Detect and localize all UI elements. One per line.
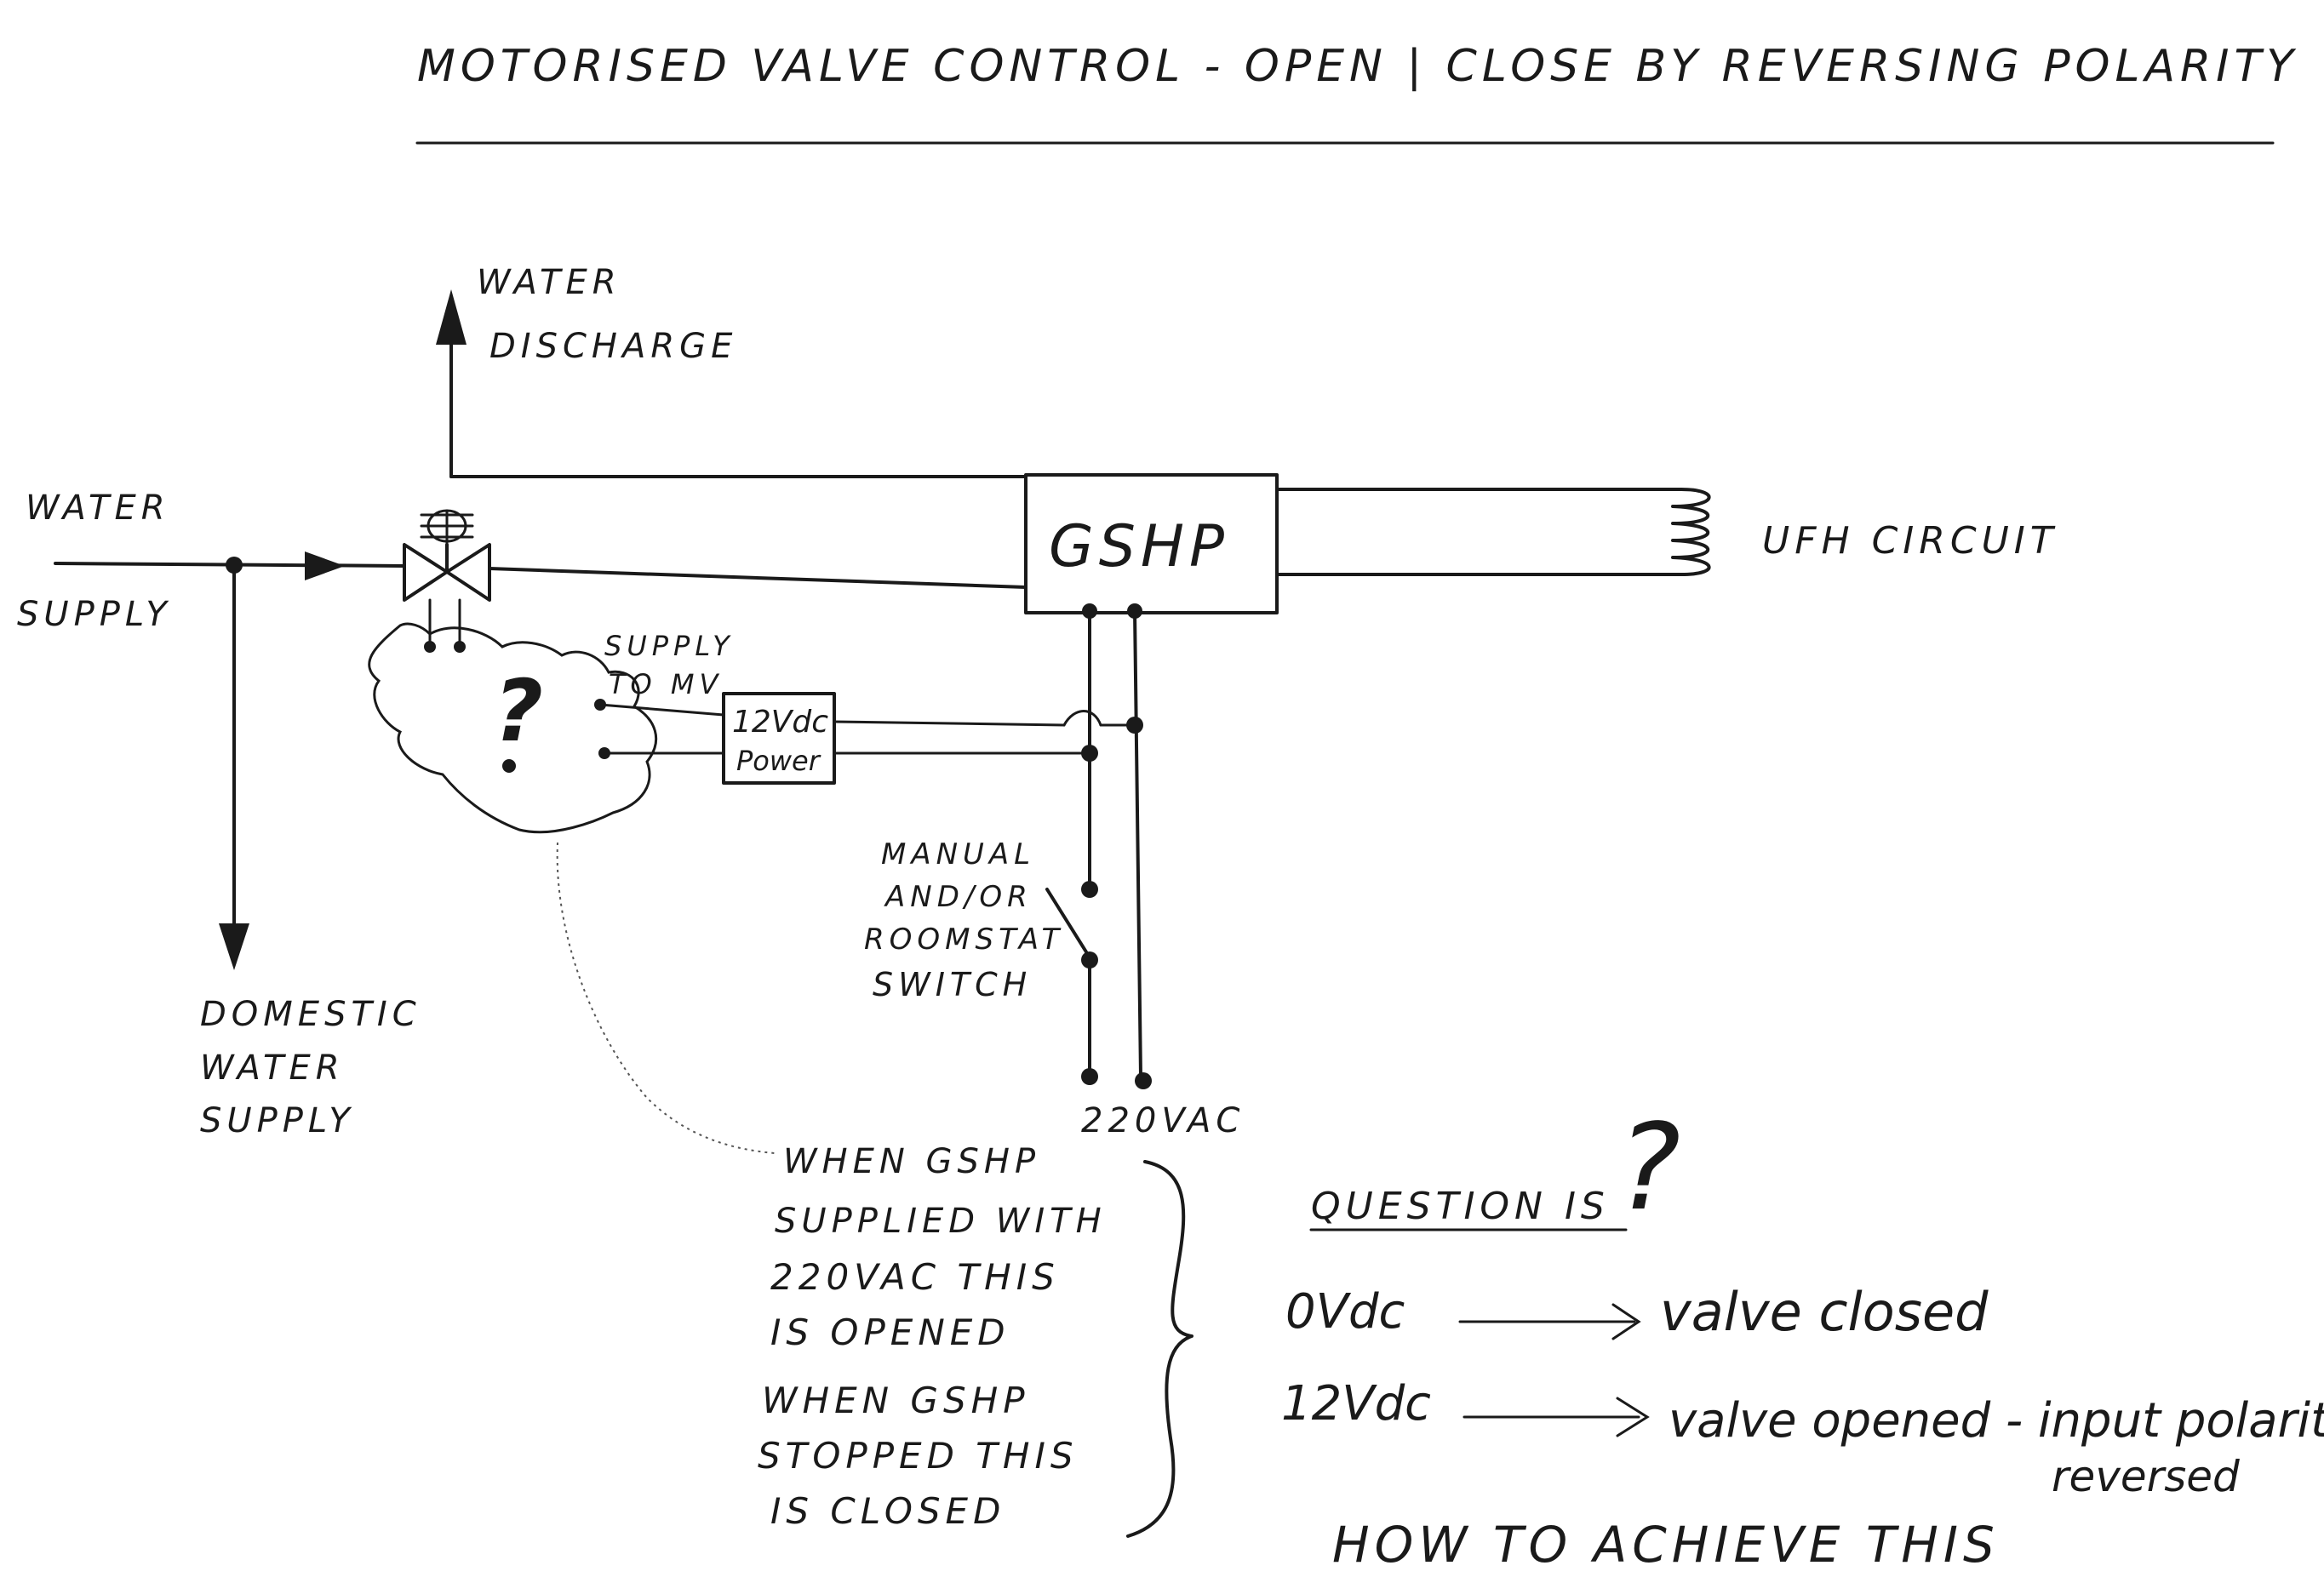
row2-input: 12Vdc: [1281, 1376, 1431, 1431]
supply-to-mv-label-2: TO MV: [609, 668, 723, 700]
question-heading: QUESTION IS: [1311, 1185, 1610, 1228]
note-brace: [1126, 1160, 1193, 1538]
supply-to-mv-label-1: SUPPLY: [604, 630, 735, 662]
ufh-circuit-label: UFH CIRCUIT: [1762, 519, 2058, 563]
mains-voltage-label: 220VAC: [1081, 1101, 1245, 1140]
mains-wiring: [1045, 603, 1152, 1089]
domestic-label-1: DOMESTIC: [200, 995, 421, 1034]
psu-output-wires: [598, 703, 725, 755]
water-supply-label-2: SUPPLY: [17, 595, 172, 634]
domestic-water-branch: [219, 563, 249, 970]
note-line-5: WHEN GSHP: [762, 1380, 1030, 1421]
note-line-3: 220VAC THIS: [770, 1256, 1060, 1298]
water-discharge-pipe: [436, 289, 1027, 478]
water-discharge-label-2: DISCHARGE: [489, 327, 737, 366]
row1-arrow-icon: [1458, 1303, 1641, 1340]
note-line-1: WHEN GSHP: [783, 1142, 1040, 1181]
gshp-box: [1024, 473, 1279, 614]
closing-question: HOW TO ACHIEVE THIS: [1332, 1516, 2000, 1574]
diagram-title: MOTORISED VALVE CONTROL - OPEN | CLOSE B…: [417, 41, 2298, 92]
row2-result: valve opened - input polarity: [1669, 1393, 2324, 1448]
water-supply-label-1: WATER: [26, 489, 170, 528]
psu-input-wires: [833, 710, 1143, 762]
unknown-circuit-cloud: [368, 622, 658, 834]
switch-label-1: MANUAL: [881, 837, 1035, 871]
switch-label-4: SWITCH: [873, 966, 1032, 1003]
gshp-label: GSHP: [1049, 513, 1229, 580]
note-line-2: SUPPLIED WITH: [775, 1202, 1107, 1241]
up-arrow-icon: [436, 289, 467, 345]
row1-result: valve closed: [1660, 1281, 1989, 1343]
psu-label-2: Power: [736, 745, 821, 777]
annotation-leader-line: [556, 842, 776, 1154]
down-arrow-icon: [219, 923, 249, 970]
row2-result-continued: reversed: [2052, 1452, 2240, 1501]
ufh-coil-icon: [1671, 488, 1711, 576]
domestic-label-3: SUPPLY: [200, 1101, 355, 1140]
ufh-circuit-pipes: [1275, 488, 1711, 576]
psu-label-1: 12Vdc: [732, 705, 828, 740]
switch-label-3: ROOMSTAT: [864, 923, 1064, 957]
motorised-valve-symbol: [403, 509, 491, 653]
note-line-7: IS CLOSED: [770, 1490, 1005, 1532]
note-line-6: STOPPED THIS: [758, 1435, 1079, 1477]
water-supply-pipe: [54, 551, 1027, 589]
row2-arrow-icon: [1463, 1397, 1650, 1437]
domestic-label-2: WATER: [200, 1048, 345, 1088]
row1-input: 0Vdc: [1285, 1284, 1405, 1340]
note-line-4: IS OPENED: [770, 1311, 1010, 1353]
psu-box: [722, 692, 836, 785]
switch-label-2: AND/OR: [884, 880, 1033, 914]
unknown-question-mark: ?: [494, 661, 543, 761]
valve-actuator-coil-icon: [420, 509, 474, 546]
flow-arrow-icon: [305, 551, 345, 580]
water-discharge-label-1: WATER: [477, 263, 621, 302]
question-mark: ?: [1617, 1099, 1680, 1237]
